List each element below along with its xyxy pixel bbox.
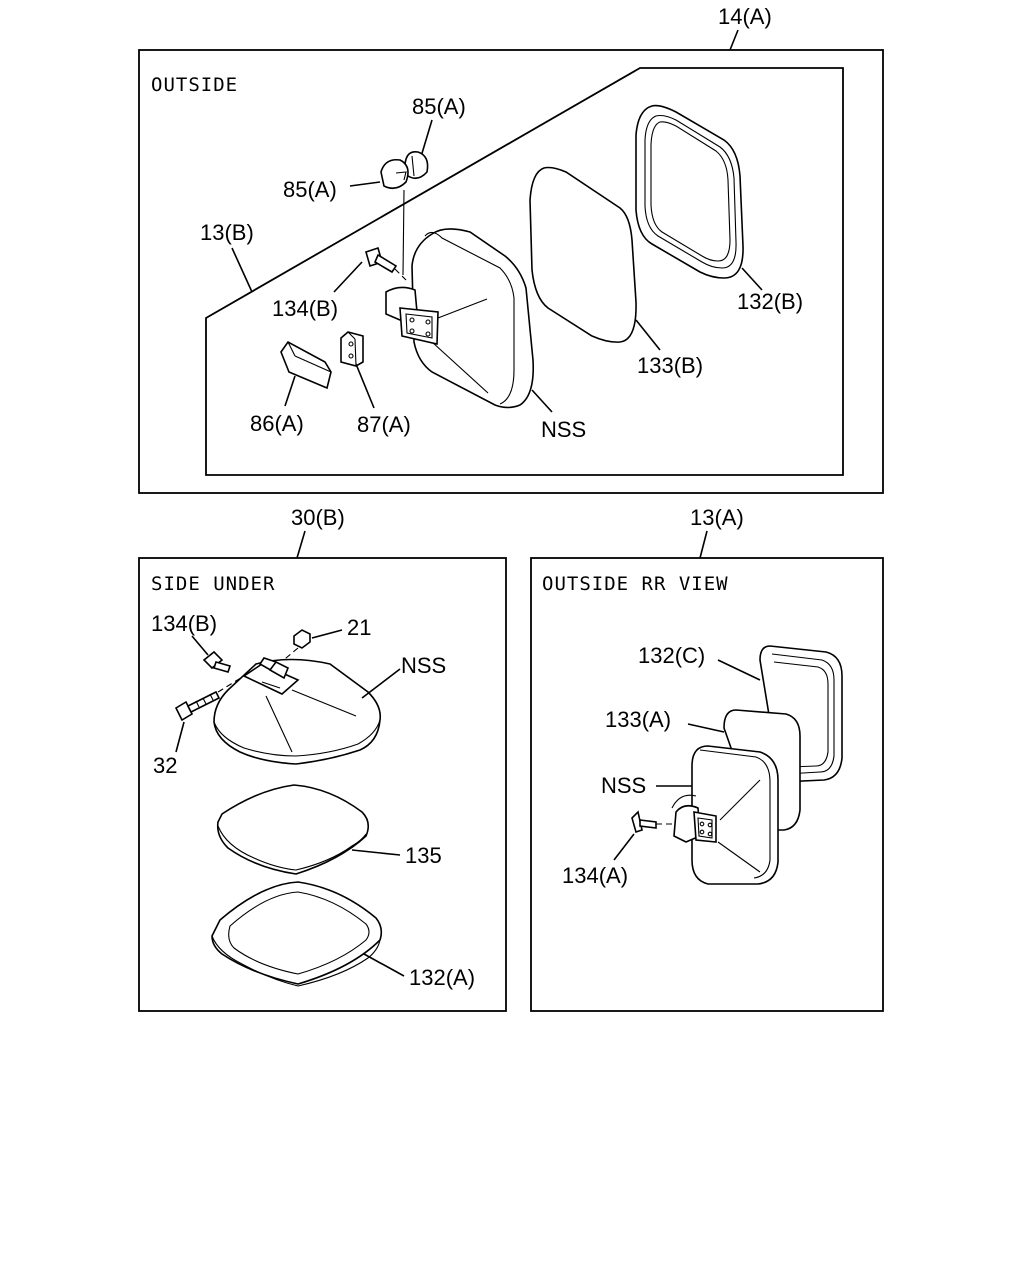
- side-under-panel-frame: [138, 557, 507, 1012]
- label-13b: 13(B): [200, 220, 254, 245]
- label-nss-rr: NSS: [601, 773, 646, 798]
- outside-subframe: [205, 67, 844, 476]
- leader-nss-side: [361, 668, 401, 699]
- callout-14a: 14(A): [718, 4, 772, 29]
- label-32: 32: [153, 753, 177, 778]
- label-132b: 132(B): [737, 289, 803, 314]
- label-85a-top: 85(A): [412, 94, 466, 119]
- nut-21: [293, 629, 311, 649]
- label-21: 21: [347, 615, 371, 640]
- leader-13b: [231, 247, 253, 293]
- part-87a: [340, 331, 364, 367]
- callout-13a: 13(A): [690, 505, 744, 530]
- outside-panel-frame: [138, 49, 884, 494]
- cap-85a-lower: [380, 158, 409, 190]
- leader-32: [175, 721, 185, 753]
- label-132a: 132(A): [409, 965, 475, 990]
- label-134a: 134(A): [562, 863, 628, 888]
- bracket-arc-rr: [671, 794, 697, 809]
- outside-rr-panel-title: OUTSIDE RR VIEW: [542, 573, 729, 595]
- screw-134a: [631, 810, 657, 834]
- bracket-hinge: [385, 286, 439, 345]
- nut-21-dash: [273, 647, 299, 669]
- leader-134a: [613, 833, 635, 861]
- callout-30b: 30(B): [291, 505, 345, 530]
- label-135: 135: [405, 843, 442, 868]
- assembly-axis-line: [402, 189, 405, 276]
- label-132c: 132(C): [638, 643, 705, 668]
- bolt-32-dash: [217, 675, 245, 693]
- bracket-hinge-rr: [673, 804, 717, 843]
- screw-134b-side: [202, 650, 232, 673]
- side-under-panel-title: SIDE UNDER: [151, 573, 275, 595]
- mirror-frame-132b: [635, 104, 744, 279]
- label-133b: 133(B): [637, 353, 703, 378]
- part-86a: [280, 340, 332, 390]
- leader-21: [311, 629, 343, 639]
- leader-86a: [284, 375, 296, 407]
- label-87a: 87(A): [357, 412, 411, 437]
- screw-134b-dash: [394, 268, 407, 281]
- leader-132a: [363, 953, 405, 977]
- mirror-body-nss-rr: [691, 745, 779, 885]
- mirror-glass-135: [216, 784, 370, 875]
- label-134b-side: 134(B): [151, 611, 217, 636]
- mirror-body-nss-side: [213, 658, 382, 765]
- bolt-32: [174, 690, 221, 722]
- screw-134b: [365, 246, 398, 274]
- label-nss-side: NSS: [401, 653, 446, 678]
- mirror-frame-132a: [211, 881, 383, 987]
- leader-nss-outside: [531, 389, 553, 413]
- callout-14a-leader: [729, 29, 739, 51]
- leader-132c: [717, 659, 761, 681]
- mirror-glass-133b: [529, 166, 637, 343]
- label-86a: 86(A): [250, 411, 304, 436]
- bracket-hinge-side: [242, 657, 300, 695]
- callout-30b-leader: [296, 530, 306, 559]
- outside-rr-panel-frame: [530, 557, 884, 1012]
- label-134b: 134(B): [272, 296, 338, 321]
- outside-panel-title: OUTSIDE: [151, 74, 238, 96]
- leader-134b: [333, 261, 363, 293]
- leader-87a: [355, 363, 375, 409]
- leader-134b-side: [191, 635, 209, 656]
- label-133a: 133(A): [605, 707, 671, 732]
- label-nss-outside: NSS: [541, 417, 586, 442]
- leader-133a: [687, 723, 725, 733]
- label-85a-left: 85(A): [283, 177, 337, 202]
- leader-133b: [635, 319, 661, 351]
- callout-13a-leader: [699, 530, 708, 559]
- leader-132b: [741, 267, 763, 291]
- cap-85a-upper: [404, 150, 429, 180]
- leader-85a-left: [349, 181, 381, 187]
- leader-135: [351, 849, 401, 856]
